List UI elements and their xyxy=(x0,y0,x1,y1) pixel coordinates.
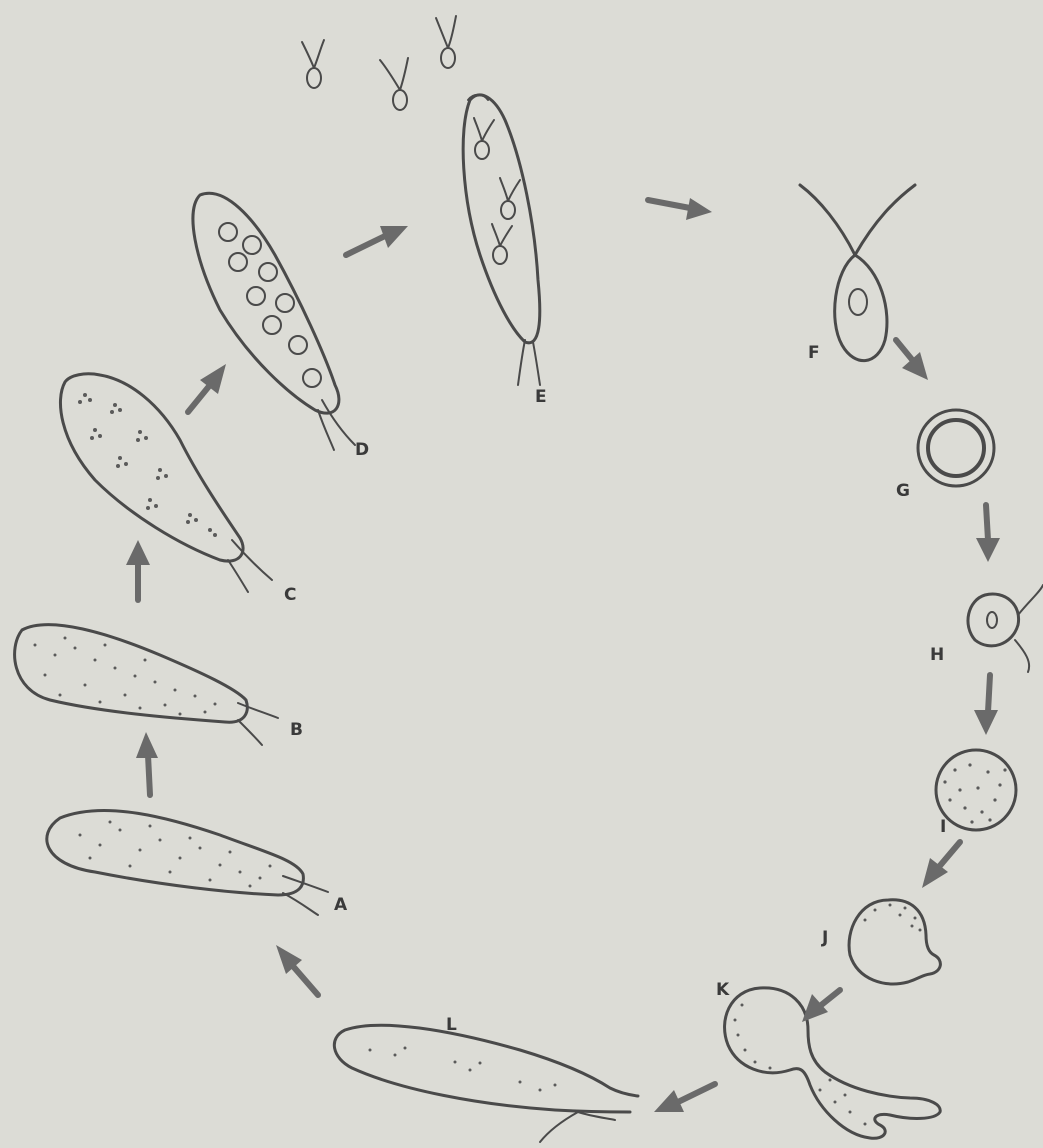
label-g: G xyxy=(896,481,910,501)
label-f: F xyxy=(808,343,820,363)
arrows xyxy=(126,198,1000,1112)
arrow-k-to-l xyxy=(654,1084,715,1112)
label-h: H xyxy=(930,645,944,665)
stage-c-clusters xyxy=(78,393,217,537)
arrow-b-to-c xyxy=(126,540,150,600)
stage-h-flagella xyxy=(1015,585,1043,672)
arrow-c-to-d xyxy=(188,364,226,412)
label-c: C xyxy=(284,585,296,605)
stage-e-cell xyxy=(463,95,540,343)
arrow-e-to-f xyxy=(648,198,712,220)
stage-j xyxy=(849,900,940,984)
stage-labels: A B C D E F G H I J K L xyxy=(284,343,946,1035)
stage-h-body xyxy=(968,594,1019,646)
stage-h-nucleus xyxy=(987,612,997,628)
stage-l xyxy=(334,1025,638,1142)
stage-c-cell xyxy=(60,374,243,561)
stage-a-cell xyxy=(47,811,304,895)
arrow-a-to-b xyxy=(136,732,158,795)
arrow-d-to-e xyxy=(346,226,408,255)
stage-i-cell xyxy=(936,750,1016,830)
stage-c-stalk xyxy=(228,540,272,592)
label-l: L xyxy=(446,1015,457,1035)
arrow-h-to-i xyxy=(974,675,998,735)
stage-k-cell xyxy=(725,988,941,1138)
stage-a xyxy=(47,811,328,915)
stage-c xyxy=(60,374,272,592)
stage-k xyxy=(725,988,941,1138)
arrow-l-to-a xyxy=(276,945,318,995)
stage-l-cell xyxy=(334,1025,638,1112)
stage-i-stipple xyxy=(943,763,1006,823)
arrow-f-to-g xyxy=(896,340,928,380)
stage-j-stipple xyxy=(864,904,922,932)
stage-h xyxy=(968,585,1043,672)
label-e: E xyxy=(535,387,547,407)
stage-f-flagella xyxy=(800,185,915,255)
stage-k-stipple xyxy=(734,1004,867,1126)
stage-l-rhizoid xyxy=(540,1112,615,1142)
stage-f-nucleus xyxy=(849,289,867,315)
free-zoospores xyxy=(302,16,456,110)
arrow-j-to-k xyxy=(802,990,840,1022)
arrow-i-to-j xyxy=(922,842,960,888)
label-k: K xyxy=(716,980,730,1000)
stage-b-cell xyxy=(15,625,248,723)
label-b: B xyxy=(290,720,303,740)
stage-i xyxy=(936,750,1016,830)
stage-e xyxy=(463,95,540,385)
stage-a-stipple xyxy=(79,821,272,888)
stage-f-body xyxy=(835,255,887,361)
stage-a-stalk xyxy=(283,876,328,915)
label-d: D xyxy=(355,440,369,460)
stage-e-stalk xyxy=(518,340,540,385)
arrow-g-to-h xyxy=(976,505,1000,562)
label-i: I xyxy=(940,817,946,837)
stage-b-stalk xyxy=(238,703,278,745)
label-a: A xyxy=(334,895,348,915)
stage-j-cell xyxy=(849,900,940,984)
stage-g xyxy=(918,410,994,486)
stage-f xyxy=(800,185,915,361)
label-j: J xyxy=(821,928,828,948)
stage-g-inner-wall xyxy=(928,420,984,476)
stage-b xyxy=(15,625,278,745)
stage-d xyxy=(193,193,355,450)
